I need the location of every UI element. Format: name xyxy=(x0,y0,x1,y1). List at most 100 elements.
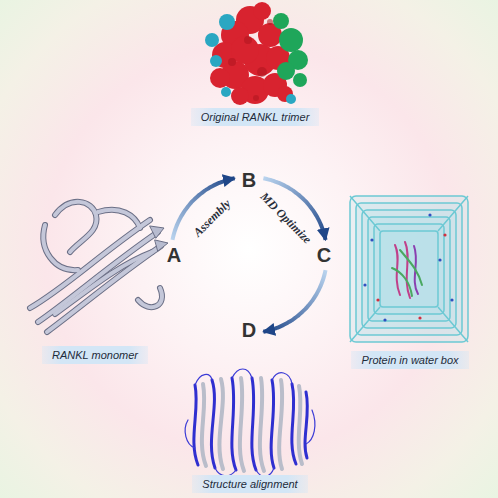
trimer-surface xyxy=(210,2,293,105)
monomer-ribbon xyxy=(55,202,97,252)
stage-letter: C xyxy=(314,244,334,266)
cycle-arrow xyxy=(263,270,325,332)
caption-text: Protein in water box xyxy=(361,353,458,367)
aligned-ribbons xyxy=(211,380,215,468)
trimer-surface xyxy=(205,14,296,104)
trimer-surface xyxy=(253,95,259,101)
caption-box: Structure alignment xyxy=(192,475,307,493)
monomer-ribbon xyxy=(138,288,162,307)
water-box xyxy=(350,196,468,342)
monomer-ribbon xyxy=(55,202,97,252)
solvated-protein xyxy=(383,318,386,321)
trimer-surface xyxy=(273,13,308,87)
trimer-surface xyxy=(279,28,303,52)
monomer-ribbon xyxy=(30,202,162,332)
trimer-surface xyxy=(228,19,273,101)
aligned-ribbons xyxy=(195,375,212,385)
aligned-ribbons xyxy=(185,420,195,448)
aligned-ribbons xyxy=(202,378,302,471)
monomer-ribbon xyxy=(150,226,164,238)
aligned-ribbons xyxy=(185,369,315,477)
monomer-ribbon xyxy=(43,225,78,270)
aligned-ribbons xyxy=(252,378,256,470)
caption-text: RANKL monomer xyxy=(52,348,138,362)
solvated-protein xyxy=(376,233,446,319)
solvated-protein xyxy=(400,250,422,285)
aligned-ribbons xyxy=(305,392,307,458)
stage-letter: B xyxy=(239,169,259,191)
solvated-protein xyxy=(418,316,421,319)
aligned-ribbons xyxy=(202,384,206,466)
monomer-ribbon xyxy=(38,232,158,322)
trimer-surface xyxy=(293,73,307,87)
monomer-ribbon xyxy=(30,202,168,332)
caption-box: Protein in water box xyxy=(351,351,468,369)
solvated-protein xyxy=(363,283,366,286)
trimer-surface xyxy=(210,68,230,88)
trimer-surface xyxy=(221,87,231,97)
monomer-ribbon xyxy=(55,252,152,314)
cycle-arrow xyxy=(172,178,234,240)
aligned-ribbons xyxy=(232,369,252,378)
monomer-ribbon xyxy=(30,202,162,332)
trimer-surface xyxy=(253,2,271,20)
trimer-surface xyxy=(219,14,235,30)
solvated-protein xyxy=(450,298,453,301)
trimer-surface xyxy=(273,13,289,29)
monomer-ribbon xyxy=(138,288,162,307)
monomer-ribbon xyxy=(98,210,140,228)
aligned-ribbons xyxy=(240,378,244,471)
water-box xyxy=(362,210,456,328)
stage-letter-text: B xyxy=(242,170,256,190)
trimer-surface xyxy=(267,19,273,25)
trimer-surface xyxy=(257,67,267,77)
trimer-surface xyxy=(286,94,296,104)
solvated-protein xyxy=(363,213,453,321)
aligned-ribbons xyxy=(272,373,292,384)
caption-box: Original RANKL trimer xyxy=(191,108,320,126)
monomer-ribbon xyxy=(150,226,168,251)
water-box xyxy=(374,224,444,314)
trimer-surface xyxy=(231,87,249,105)
aligned-ribbons xyxy=(194,378,308,470)
trimer-surface xyxy=(277,62,295,80)
caption-box: RANKL monomer xyxy=(42,346,148,364)
aligned-ribbons xyxy=(279,380,282,469)
solvated-protein xyxy=(428,213,431,216)
trimer-surface xyxy=(205,2,308,105)
water-box xyxy=(350,196,468,342)
solvated-protein xyxy=(405,242,410,298)
solvated-protein xyxy=(438,258,441,261)
monomer-ribbon xyxy=(47,246,161,332)
aligned-ribbons xyxy=(232,378,236,470)
solvated-protein xyxy=(443,233,446,236)
monomer-ribbon xyxy=(98,210,140,228)
monomer-ribbon xyxy=(155,240,168,251)
caption-text: Structure alignment xyxy=(202,477,297,491)
trimer-surface xyxy=(244,36,252,44)
arrow-label: MD Optimize xyxy=(257,190,314,247)
trimer-surface xyxy=(210,55,222,67)
solvated-protein xyxy=(370,238,373,241)
stage-letter-text: A xyxy=(167,245,181,265)
aligned-ribbons xyxy=(299,386,302,464)
stage-letter-text: D xyxy=(242,320,256,340)
aligned-ribbons xyxy=(306,410,315,444)
aligned-ribbons xyxy=(219,379,223,469)
aligned-ribbons xyxy=(194,385,198,465)
aligned-ribbons xyxy=(260,378,264,471)
water-box xyxy=(356,203,462,335)
stage-letter: D xyxy=(239,319,259,341)
aligned-ribbons xyxy=(185,369,315,477)
water-box xyxy=(380,231,438,307)
solvated-protein xyxy=(392,268,412,296)
aligned-ribbons xyxy=(271,380,274,468)
arrow-label: Assembly xyxy=(191,197,234,240)
solvated-protein xyxy=(363,213,453,321)
water-box xyxy=(368,217,450,321)
caption-text: Original RANKL trimer xyxy=(201,110,310,124)
monomer-ribbon xyxy=(47,246,161,332)
